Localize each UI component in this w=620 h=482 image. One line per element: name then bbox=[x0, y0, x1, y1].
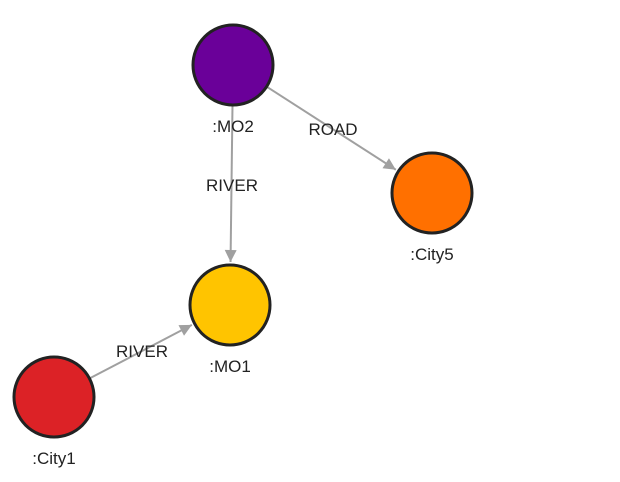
edge-label: ROAD bbox=[308, 120, 357, 139]
node-mo1[interactable]: :MO1 bbox=[188, 263, 272, 376]
node-circle[interactable] bbox=[390, 151, 474, 235]
node-label: :City1 bbox=[32, 449, 75, 468]
node-city5[interactable]: :City5 bbox=[390, 151, 474, 264]
edge-mo2-city5[interactable] bbox=[266, 86, 397, 171]
edge-city1-mo1[interactable] bbox=[89, 324, 193, 379]
node-circle[interactable] bbox=[191, 23, 275, 107]
node-mo2[interactable]: :MO2 bbox=[191, 23, 275, 136]
node-label: :MO1 bbox=[209, 357, 251, 376]
node-label: :MO2 bbox=[212, 117, 254, 136]
edge-label: RIVER bbox=[206, 176, 258, 195]
node-label: :City5 bbox=[410, 245, 453, 264]
node-circle[interactable] bbox=[188, 263, 272, 347]
node-circle[interactable] bbox=[12, 355, 96, 439]
node-city1[interactable]: :City1 bbox=[12, 355, 96, 468]
edge-label: RIVER bbox=[116, 342, 168, 361]
nodes-layer: :MO2 :City5 :MO1 :City1 bbox=[12, 23, 474, 468]
edges-layer: ROAD RIVER RIVER bbox=[89, 86, 397, 379]
edge-mo2-mo1[interactable] bbox=[224, 105, 237, 263]
